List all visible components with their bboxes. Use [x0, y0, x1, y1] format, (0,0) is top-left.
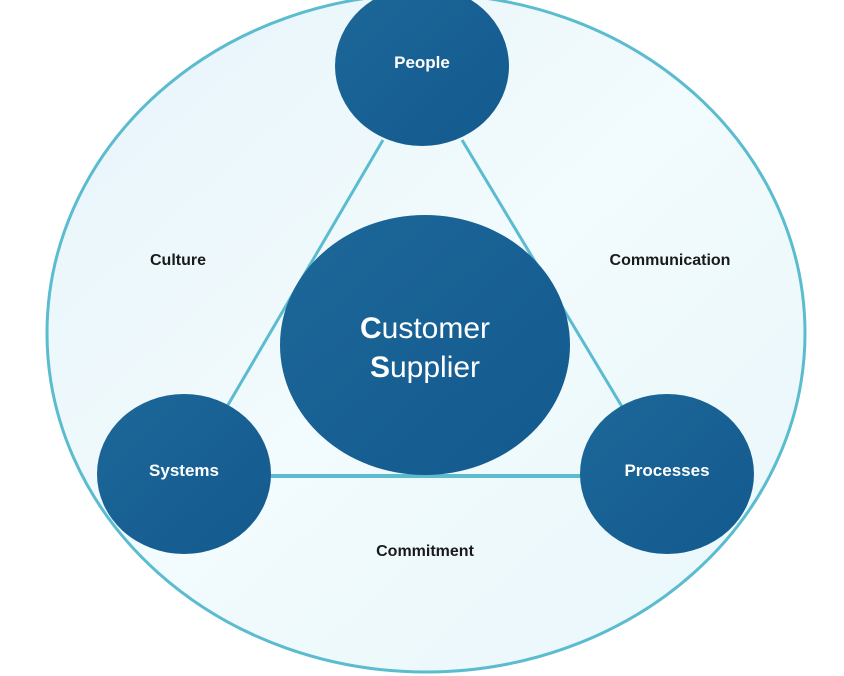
node-systems-label: Systems [149, 461, 219, 480]
region-commitment-label: Commitment [376, 543, 474, 560]
node-processes-label: Processes [624, 461, 709, 480]
core-circle[interactable] [280, 215, 570, 475]
node-processes[interactable] [580, 394, 754, 554]
core-label-supplier: Supplier [370, 351, 480, 384]
region-communication-label: Communication [610, 252, 731, 269]
region-culture-label: Culture [150, 252, 206, 269]
node-people[interactable] [335, 0, 509, 146]
node-people-label: People [394, 53, 450, 72]
core-label-customer: Customer [360, 312, 490, 345]
node-systems[interactable] [97, 394, 271, 554]
